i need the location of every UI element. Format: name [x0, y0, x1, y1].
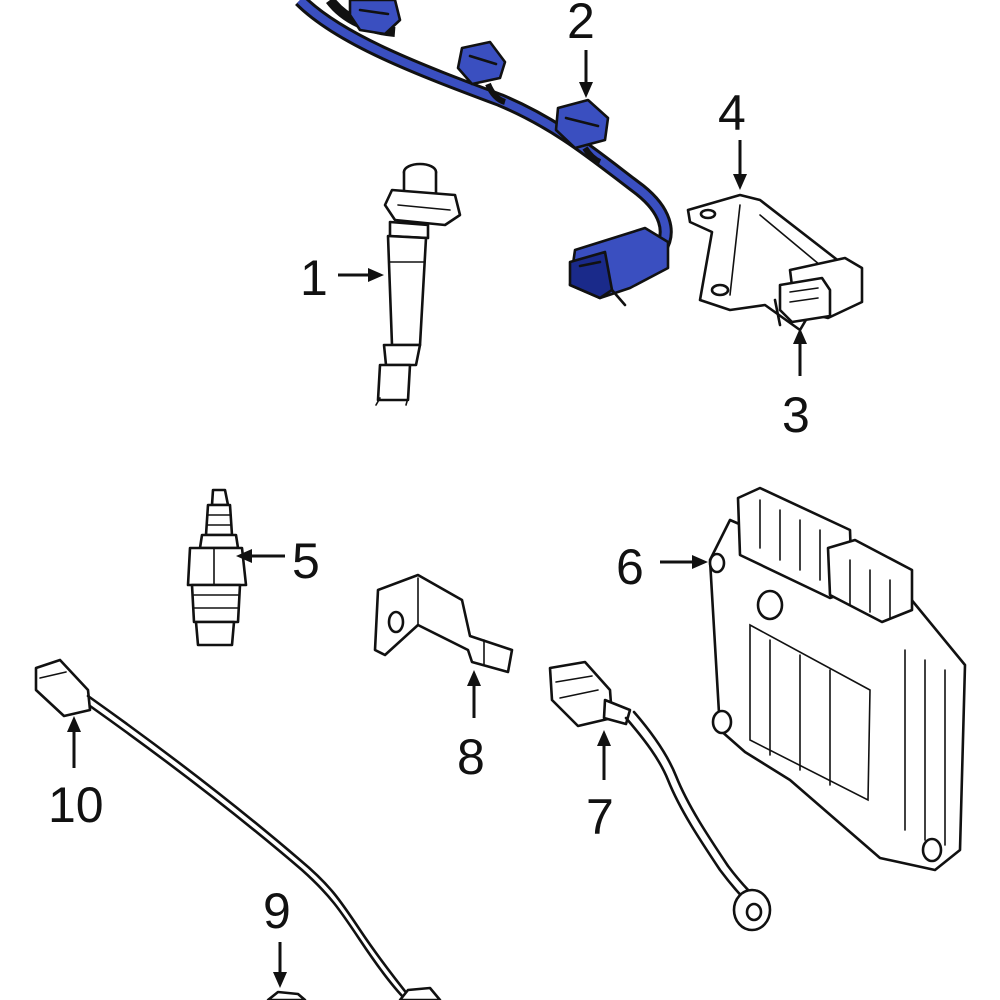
callout-labels: 1 2 3 4 5 6 7 8 9 10: [48, 0, 810, 939]
harness-main-cable-core: [297, 0, 670, 253]
callout-6: 6: [616, 539, 644, 595]
small-bracket[interactable]: [373, 573, 514, 674]
callout-1: 1: [300, 250, 328, 306]
callout-arrows: [67, 50, 807, 988]
harness-connector-top: [348, 0, 402, 36]
harness-connector-middle: [456, 40, 507, 105]
callout-3: 3: [782, 387, 810, 443]
harness-main-connector: [568, 226, 670, 307]
callout-5: 5: [292, 533, 320, 589]
callout-9: 9: [263, 883, 291, 939]
knock-sensor[interactable]: [548, 660, 772, 932]
callout-7: 7: [586, 789, 614, 845]
harness-connector-coil: [554, 98, 610, 165]
wiring-harness[interactable]: [295, 0, 673, 307]
callout-8: 8: [457, 729, 485, 785]
callout-2: 2: [567, 0, 595, 49]
spark-plug[interactable]: [186, 488, 248, 647]
callout-4: 4: [718, 85, 746, 141]
oxygen-sensor-harness[interactable]: [34, 658, 442, 1000]
bracket-module[interactable]: [773, 256, 864, 327]
ignition-coil[interactable]: [375, 162, 462, 406]
engine-control-module[interactable]: [708, 486, 967, 872]
callout-10: 10: [48, 777, 104, 833]
